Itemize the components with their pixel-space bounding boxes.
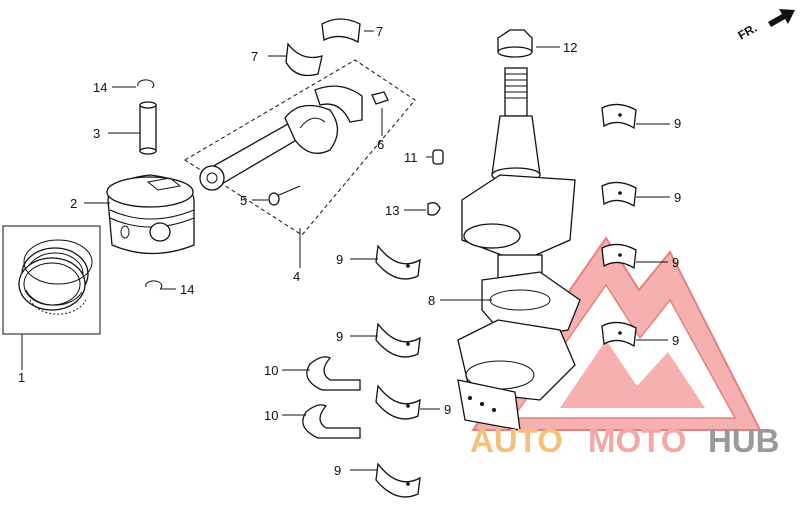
connecting-rod-bolt (268, 185, 301, 206)
main-bearing-right-4 (601, 321, 637, 348)
rod-bearing-lower (285, 42, 323, 77)
watermark-part-3: HUB (708, 422, 780, 459)
callout-2: 2 (70, 196, 77, 211)
callout-9-left-2: 9 (336, 329, 343, 344)
watermark-part-1: AUTO (470, 422, 563, 459)
main-bearing-right-3 (601, 243, 637, 270)
callout-3: 3 (93, 126, 100, 141)
callout-9-left-1: 9 (336, 252, 343, 267)
callout-9-left-4: 9 (334, 463, 341, 478)
callout-9-right-4: 9 (672, 333, 679, 348)
piston-ring-set (2, 225, 101, 370)
main-bearing-left-2 (375, 322, 421, 358)
main-bearing-left-1 (375, 244, 421, 280)
callout-9-right-3: 9 (672, 255, 679, 270)
thrust-washer-upper (306, 356, 361, 391)
crank-key (427, 202, 441, 216)
callout-12: 12 (563, 40, 577, 55)
callout-labels: 1 2 3 4 5 6 7 7 8 9 9 9 9 9 9 9 9 10 10 … (18, 24, 681, 478)
piston (106, 174, 195, 255)
main-bearing-right-2 (601, 181, 637, 208)
callout-6: 6 (377, 137, 384, 152)
main-bearing-right-1 (601, 103, 637, 130)
callout-9-right-1: 9 (674, 116, 681, 131)
callout-13: 13 (385, 203, 399, 218)
watermark-text: AUTO MOTO HUB (470, 422, 780, 459)
callout-5: 5 (240, 193, 247, 208)
main-bearing-left-3 (375, 384, 421, 420)
callout-14-lower: 14 (180, 282, 194, 297)
rod-bearing-upper (321, 18, 361, 44)
callout-14-upper: 14 (93, 80, 107, 95)
piston-pin-clip-lower (145, 280, 163, 290)
crankshaft (457, 67, 581, 431)
callout-9-left-3: 9 (444, 402, 451, 417)
callout-7-lower: 7 (251, 49, 258, 64)
callout-10-upper: 10 (264, 363, 278, 378)
watermark-part-2: MOTO (588, 422, 686, 459)
connecting-rod-assembly (184, 59, 416, 268)
callout-8: 8 (428, 293, 435, 308)
leader-lines (84, 30, 670, 471)
front-label: FR. (736, 21, 760, 43)
woodruff-key (432, 149, 444, 165)
callout-10-lower: 10 (264, 408, 278, 423)
main-bearing-left-4 (375, 462, 421, 498)
callout-11: 11 (404, 150, 418, 165)
thrust-washer-lower (302, 404, 361, 439)
piston-pin (139, 101, 157, 155)
callout-7-upper: 7 (376, 24, 383, 39)
callout-4: 4 (293, 269, 300, 284)
callout-1: 1 (18, 370, 25, 385)
front-direction-indicator: FR. (736, 9, 795, 43)
piston-pin-clip-upper (137, 79, 155, 89)
front-arrow-icon (768, 9, 795, 27)
crankshaft-nut (497, 29, 533, 58)
callout-9-right-2: 9 (674, 190, 681, 205)
